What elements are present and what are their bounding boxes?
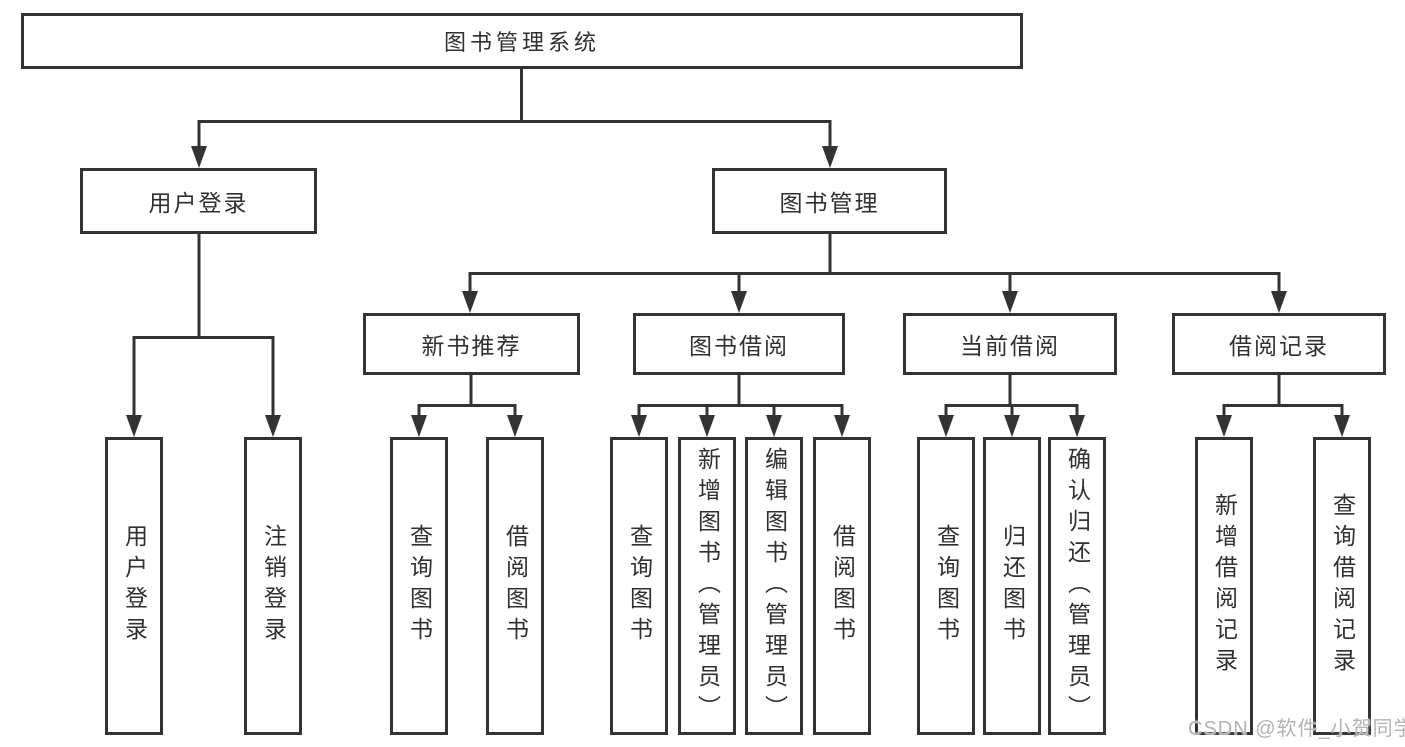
leaf-add-book-admin: 新增图书（管理员） (678, 437, 736, 735)
leaf-borrow-books-2-label: 借阅图书 (829, 524, 856, 648)
leaf-add-borrow-record-label: 新增借阅记录 (1211, 493, 1238, 679)
leaf-edit-book-admin-label: 编辑图书（管理员） (761, 446, 788, 726)
leaf-logout-label: 注销登录 (260, 524, 287, 648)
leaf-user-login: 用户登录 (105, 437, 163, 735)
leaf-return-book-label: 归还图书 (999, 524, 1026, 648)
connector-userlogin-to-leaves (126, 234, 281, 437)
node-new-book-recommend: 新书推荐 (363, 313, 580, 375)
node-book-management: 图书管理 (712, 168, 947, 234)
node-root: 图书管理系统 (21, 13, 1023, 69)
leaf-logout: 注销登录 (244, 437, 302, 735)
node-user-login-label: 用户登录 (148, 190, 249, 216)
leaf-add-book-admin-label: 新增图书（管理员） (694, 446, 721, 726)
leaf-query-books-3: 查询图书 (917, 437, 975, 735)
leaf-query-books-2: 查询图书 (610, 437, 668, 735)
leaf-query-books-1-label: 查询图书 (406, 524, 433, 648)
leaf-borrow-books-1-label: 借阅图书 (502, 524, 529, 648)
leaf-return-book: 归还图书 (983, 437, 1041, 735)
node-book-borrow: 图书借阅 (633, 313, 845, 375)
node-root-label: 图书管理系统 (443, 30, 600, 55)
leaf-user-login-label: 用户登录 (121, 524, 148, 648)
leaf-query-borrow-record: 查询借阅记录 (1313, 437, 1371, 735)
leaf-confirm-return-admin-label: 确认归还（管理员） (1064, 446, 1091, 726)
leaf-add-borrow-record: 新增借阅记录 (1195, 437, 1253, 735)
node-book-borrow-label: 图书借阅 (689, 333, 789, 359)
node-current-borrow-label: 当前借阅 (960, 333, 1060, 359)
node-borrow-record: 借阅记录 (1172, 313, 1386, 375)
leaf-borrow-books-1: 借阅图书 (486, 437, 544, 735)
leaf-query-books-1: 查询图书 (390, 437, 448, 735)
node-book-management-label: 图书管理 (779, 190, 880, 216)
leaf-borrow-books-2: 借阅图书 (813, 437, 871, 735)
node-user-login: 用户登录 (80, 168, 317, 234)
node-borrow-record-label: 借阅记录 (1229, 333, 1329, 359)
leaf-query-books-2-label: 查询图书 (626, 524, 653, 648)
connector-root-to-level2 (191, 69, 838, 168)
leaf-confirm-return-admin: 确认归还（管理员） (1048, 437, 1106, 735)
connector-bookmgmt-to-level3 (462, 234, 1287, 313)
leaf-edit-book-admin: 编辑图书（管理员） (745, 437, 803, 735)
leaf-query-books-3-label: 查询图书 (933, 524, 960, 648)
node-current-borrow: 当前借阅 (903, 313, 1117, 375)
csdn-watermark: CSDN @软件_小贺同学 (1188, 718, 1405, 740)
connector-level3-to-leaves (411, 375, 1350, 437)
leaf-query-borrow-record-label: 查询借阅记录 (1329, 493, 1356, 679)
node-new-book-recommend-label: 新书推荐 (421, 333, 522, 359)
